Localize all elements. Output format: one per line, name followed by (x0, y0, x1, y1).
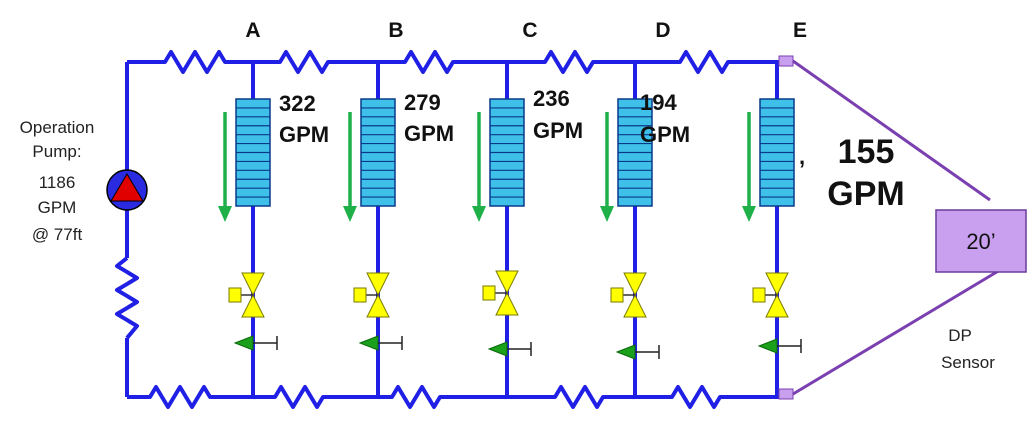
pump-label-line-3: 1186 (39, 173, 76, 192)
flow-arrow-icon (472, 112, 486, 222)
branch-label: D (655, 19, 670, 42)
balancing-valve-body (487, 341, 508, 357)
dp-sensor-value: 20’ (966, 229, 995, 254)
branch-flow-unit: GPM (533, 118, 583, 143)
balancing-valve-body (615, 344, 636, 360)
branch-flow-value: 279 (404, 90, 441, 115)
pump-leg-resistor (115, 256, 139, 340)
sensor-tap-return (778, 388, 794, 400)
valve-body-bottom (765, 293, 789, 318)
branch-flow-value: 322 (279, 91, 316, 116)
coil-icon (617, 98, 653, 207)
branch-label: A (245, 19, 260, 42)
control-valve-icon (228, 272, 265, 318)
branch-mark: , (799, 144, 805, 169)
branch-flow-value: 155 (838, 133, 895, 171)
dp-sensor-label-line-1: DP (948, 326, 972, 345)
control-valve-icon (353, 272, 390, 318)
dp-sensor-box (935, 209, 1027, 273)
balancing-valve-icon (358, 335, 403, 351)
pump-label-line-1: Operation (20, 118, 95, 137)
dp-sensor-label-line-2: Sensor (941, 353, 995, 372)
flow-arrow-head (218, 206, 232, 222)
flow-arrow-head (742, 206, 756, 222)
coil-icon (235, 98, 271, 207)
valve-body-top (623, 272, 647, 297)
coil-icon (360, 98, 396, 207)
valve-body-bottom (366, 293, 390, 318)
control-valve-icon (610, 272, 647, 318)
valve-actuator (482, 285, 496, 301)
control-valve-icon (482, 270, 519, 316)
balancing-valve-icon (757, 338, 802, 354)
branch-flow-value: 236 (533, 86, 570, 111)
sensor-line-supply (792, 59, 991, 202)
flow-arrow-head (600, 206, 614, 222)
supply-header-pipe (127, 50, 781, 74)
flow-arrow-head (343, 206, 357, 222)
flow-arrow-head (472, 206, 486, 222)
pump-label: Operation Pump: 1186 GPM @ 77ft (20, 118, 95, 244)
branch-label: E (793, 19, 807, 42)
valve-body-top (765, 272, 789, 297)
valve-body-top (241, 272, 265, 297)
flow-arrow-icon (343, 112, 357, 222)
valve-actuator (752, 287, 766, 303)
balancing-valve-icon (615, 344, 660, 360)
flow-arrow-icon (600, 112, 614, 222)
sensor-tap-supply (778, 55, 794, 67)
branch-label: B (388, 19, 403, 42)
balancing-valve-body (358, 335, 379, 351)
branch-flow-unit: GPM (640, 122, 690, 147)
branch-label: C (522, 19, 537, 42)
valve-body-bottom (495, 291, 519, 316)
valve-body-top (366, 272, 390, 297)
flow-arrow-icon (218, 112, 232, 222)
branch-flow-value: 194 (640, 90, 677, 115)
pump-label-line-2: Pump: (32, 142, 81, 161)
branch-flow-unit: GPM (279, 122, 329, 147)
valve-body-bottom (241, 293, 265, 318)
pump-triangle-icon (110, 173, 144, 202)
valve-body-bottom (623, 293, 647, 318)
coil-icon (759, 98, 795, 207)
branch-flow-unit: GPM (404, 121, 454, 146)
pump-label-line-4: GPM (38, 198, 77, 217)
operation-pump (106, 169, 148, 211)
balancing-valve-icon (487, 341, 532, 357)
sensor-line-return (792, 268, 1001, 396)
valve-actuator (353, 287, 367, 303)
balancing-valve-body (233, 335, 254, 351)
pump-label-line-5: @ 77ft (32, 225, 83, 244)
branch-flow-unit: GPM (827, 175, 904, 213)
control-valve-icon (752, 272, 789, 318)
return-header-pipe (127, 385, 781, 409)
balancing-valve-body (757, 338, 778, 354)
valve-actuator (610, 287, 624, 303)
flow-arrow-icon (742, 112, 756, 222)
coil-icon (489, 98, 525, 207)
valve-body-top (495, 270, 519, 295)
balancing-valve-icon (233, 335, 278, 351)
valve-actuator (228, 287, 242, 303)
